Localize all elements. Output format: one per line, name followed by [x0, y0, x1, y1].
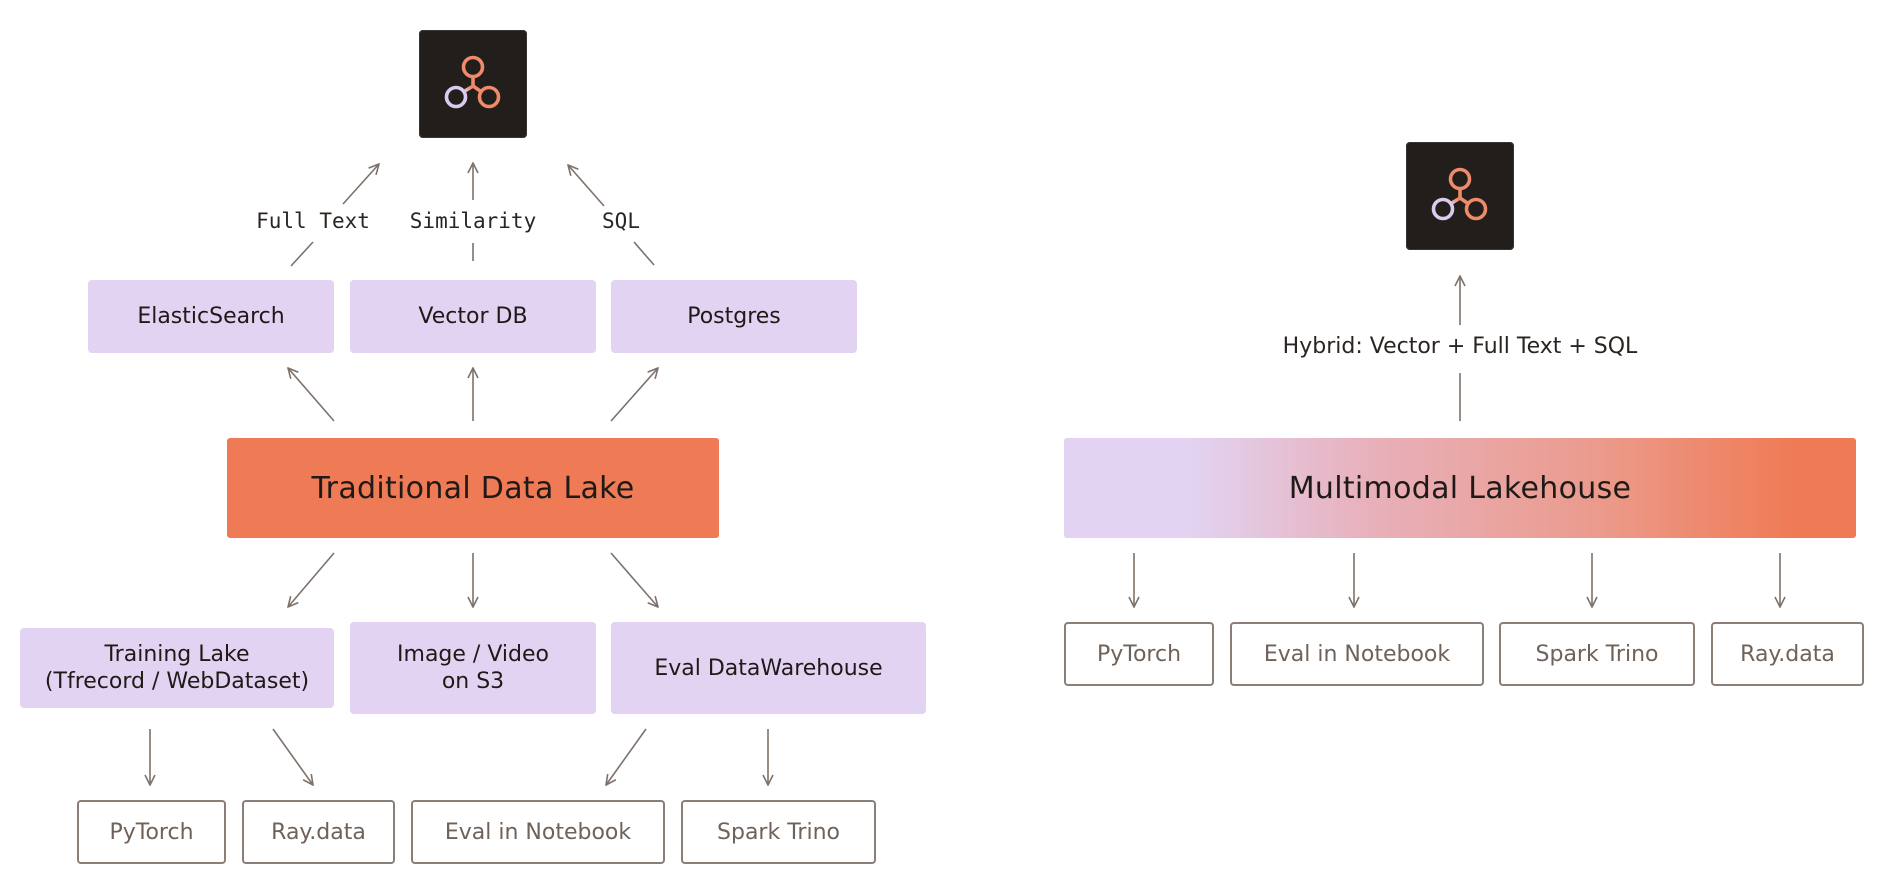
- arrow-fulltext-lower: [290, 241, 314, 267]
- sink-eval-datawarehouse: Eval DataWarehouse: [611, 622, 926, 714]
- mm-consumer-eval-notebook: Eval in Notebook: [1230, 622, 1484, 686]
- traditional-data-lake: Traditional Data Lake: [227, 438, 719, 538]
- query-label-similarity: Similarity: [409, 209, 537, 233]
- arrow-training-to-raydata: [272, 728, 313, 785]
- query-label-full-text: Full Text: [256, 209, 370, 233]
- arrow-lake-to-postgres: [610, 368, 658, 422]
- mm-consumer-spark-trino: Spark Trino: [1499, 622, 1695, 686]
- hybrid-query-label: Hybrid: Vector + Full Text + SQL: [1282, 334, 1638, 359]
- store-postgres: Postgres: [611, 280, 857, 353]
- arrow-fulltext-upper: [342, 164, 379, 205]
- consumer-spark-trino: Spark Trino: [681, 800, 876, 864]
- multimodal-lakehouse: Multimodal Lakehouse: [1064, 438, 1856, 538]
- consumer-pytorch: PyTorch: [77, 800, 226, 864]
- mm-consumer-raydata: Ray.data: [1711, 622, 1864, 686]
- sink-training-lake: Training Lake (Tfrecord / WebDataset): [20, 628, 334, 708]
- arrow-lake-to-training: [288, 552, 335, 607]
- lancedb-logo-icon-right: [1406, 142, 1514, 250]
- store-elasticsearch: ElasticSearch: [88, 280, 334, 353]
- arrow-sql-lower: [633, 241, 655, 266]
- consumer-eval-notebook: Eval in Notebook: [411, 800, 665, 864]
- lancedb-logo-icon: [419, 30, 527, 138]
- store-vector-db: Vector DB: [350, 280, 596, 353]
- arrow-lake-to-elasticsearch: [288, 368, 335, 422]
- arrow-lake-to-eval: [610, 552, 658, 607]
- arrow-sql-upper: [568, 165, 605, 207]
- sink-image-video-s3: Image / Video on S3: [350, 622, 596, 714]
- arrow-eval-to-notebook: [606, 728, 647, 785]
- mm-consumer-pytorch: PyTorch: [1064, 622, 1214, 686]
- consumer-raydata: Ray.data: [242, 800, 395, 864]
- query-label-sql: SQL: [602, 209, 640, 233]
